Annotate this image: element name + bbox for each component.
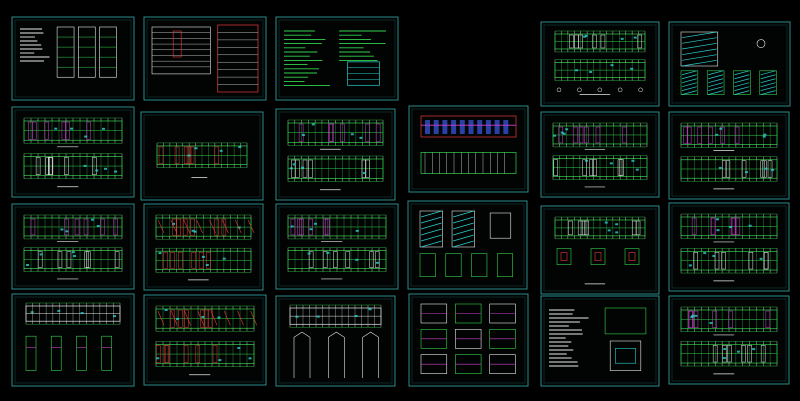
- sheet-beam-plan-b[interactable]: [668, 111, 790, 200]
- sheet-stair-details-a[interactable]: [668, 21, 791, 107]
- sheet-beam-plan-c[interactable]: [668, 202, 790, 292]
- sheet-beam-plan-a[interactable]: [540, 111, 660, 198]
- sheet-section-detail-plan[interactable]: [11, 293, 135, 387]
- sheet-stair-sections-b[interactable]: [407, 200, 528, 290]
- sheet-floor-plan-4[interactable]: [11, 203, 135, 290]
- sheet-floor-plan-5[interactable]: [275, 203, 399, 290]
- sheet-cover-notes[interactable]: [11, 16, 135, 101]
- sheet-elevations-colored[interactable]: [408, 105, 529, 193]
- sheet-roof-framing-plan-a[interactable]: [540, 21, 660, 107]
- sheet-door-window-schedule[interactable]: [143, 16, 267, 101]
- sheet-slab-plan-a[interactable]: [143, 203, 264, 291]
- sheet-foundation-plan[interactable]: [540, 205, 660, 295]
- sheet-slab-plan-b[interactable]: [143, 294, 267, 386]
- sheet-structure-notes[interactable]: [540, 295, 660, 387]
- sheet-wall-sections[interactable]: [275, 295, 396, 387]
- sheet-design-notes-text[interactable]: [275, 16, 399, 101]
- sheet-floor-plan-2[interactable]: [140, 111, 264, 201]
- sheet-floor-plan-1[interactable]: [11, 106, 135, 198]
- sheet-beam-plan-d[interactable]: [668, 295, 790, 385]
- sheet-node-details[interactable]: [408, 293, 529, 387]
- sheet-floor-plan-3[interactable]: [275, 108, 396, 201]
